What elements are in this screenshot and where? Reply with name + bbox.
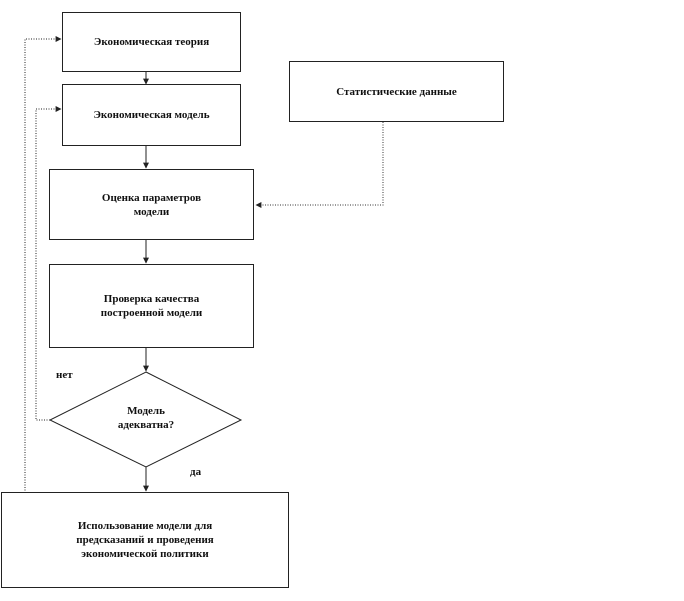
arrow-stats-to-estimate [255, 122, 384, 208]
node-economic-model: Экономическая модель [62, 84, 241, 146]
node-economic-theory: Экономическая теория [62, 12, 241, 72]
node-parameter-estimation: Оценка параметров модели [49, 169, 254, 240]
edge-label-yes: да [190, 466, 202, 478]
arrow-no-feedback [35, 106, 62, 421]
node-quality-check: Проверка качества построенной модели [49, 264, 254, 348]
node-model-usage: Использование модели для предсказаний и … [1, 492, 289, 588]
arrow-use-feedback [24, 36, 62, 493]
edge-label-no: нет [56, 369, 73, 381]
node-statistical-data: Статистические данные [289, 61, 504, 122]
decision-diamond [48, 371, 243, 468]
decision-label: Модель адекватна? [117, 405, 175, 431]
